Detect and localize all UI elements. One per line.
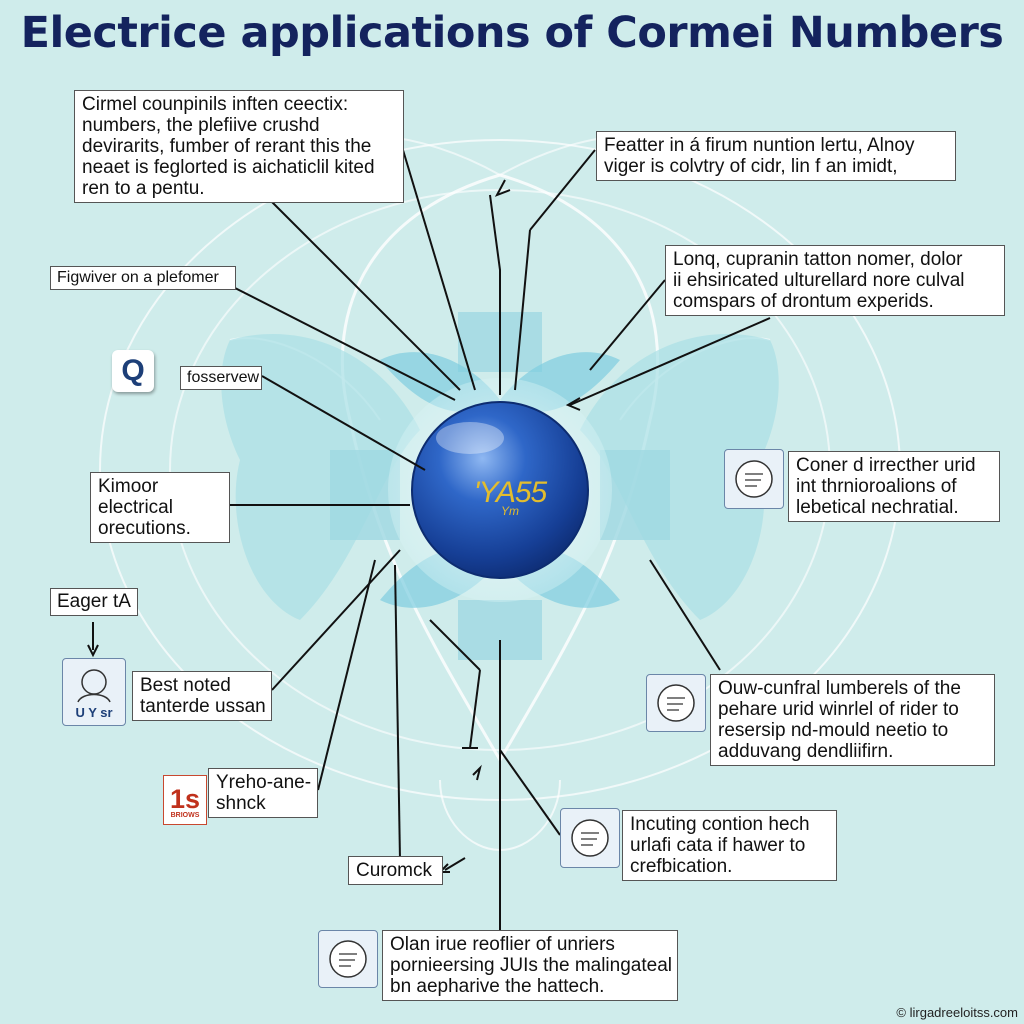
label-fosterview: fosservew [180,366,262,390]
label-line: Cirmel counpinils inften ceectix: [82,94,349,115]
label-bottom: Olan irue reoflier of unriers pornieersi… [382,930,678,1001]
label-line: Coner d irrecther urid [796,455,976,476]
label-line: comspars of drontum experids. [673,291,934,312]
label-line: Yreho-ane- [216,772,312,793]
label-line: pornieersing JUIs the malingateal [390,955,672,976]
label-inculing: Incuting contion hech urlafi cata if haw… [622,810,837,881]
label-line: viger is colvtry of cidr, lin f an imidt… [604,156,898,177]
user-icon: U Y sr [62,658,126,726]
label-line: Incuting contion hech [630,814,810,835]
label-line: ren to a pentu. [82,178,205,199]
label-best-noted: Best noted tanterde ussan [132,671,272,721]
badge-caption: BRIOWS [170,812,200,819]
label-line: Lonq, cupranin tatton nomer, dolor [673,249,963,270]
label-top-left: Cirmel counpinils inften ceectix: number… [74,90,404,203]
document-icon [318,930,378,988]
label-line: neaet is feglorted is aichaticlil kited [82,157,375,178]
label-top-right: Featter in á firum nuntion lertu, Alnoy … [596,131,956,181]
label-yreho: Yreho-ane- shnck [208,768,318,818]
q-icon: Q [112,350,154,392]
document-icon [646,674,706,732]
label-line: adduvang dendliifirn. [718,741,894,762]
badge-number: 1s [169,784,201,814]
label-eager: Eager tA [50,588,138,616]
label-line: lebetical nechratial. [796,497,959,518]
label-right-lower: Ouw-cunfral lumberels of the pehare urid… [710,674,995,766]
label-line: Featter in á firum nuntion lertu, Alnoy [604,135,915,156]
center-sphere [411,401,589,579]
label-line: Kimoor [98,476,159,497]
document-icon [724,449,784,509]
sphere-highlight [436,422,504,454]
label-line: ii ehsiricated ulturellard nore culval [673,270,965,291]
page-title: Electrice applications of Cormei Numbers [20,8,1004,58]
label-line: devirarits, fumber of rerant this the [82,136,372,157]
label-line: Olan irue reoflier of unriers [390,934,615,955]
label-line: numbers, the plefiive crushd [82,115,320,136]
label-line: Ouw-cunfral lumberels of the [718,678,961,699]
number-badge: 1s BRIOWS [163,775,207,825]
label-line: int thrnioroalions of [796,476,957,497]
label-fig-left: Figwiver on a plefomer [50,266,236,290]
label-line: Best noted [140,675,231,696]
uysr-text: U Y sr [75,705,112,720]
label-line: crefbication. [630,856,733,877]
label-line: tanterde ussan [140,696,266,717]
label-line: bn aepharive the hattech. [390,976,605,997]
label-line: resersip nd-mould neetio to [718,720,949,741]
label-right-mid: Coner d irrecther urid int thrnioroalion… [788,451,1000,522]
label-line: orecutions. [98,518,191,539]
document-icon [560,808,620,868]
label-curomck: Curomck [348,856,443,885]
label-right-upper: Lonq, cupranin tatton nomer, dolor ii eh… [665,245,1005,316]
center-label: 'YA55 Ym [460,476,560,518]
center-sublabel: Ym [501,504,519,518]
label-kimoor: Kimoor electrical orecutions. [90,472,230,543]
label-line: pehare urid winrlel of rider to [718,699,959,720]
connector-lines [87,139,771,930]
label-line: shnck [216,793,266,814]
center-label-text: 'YA55 [473,476,547,509]
label-line: urlafi cata if hawer to [630,835,806,856]
label-line: electrical [98,497,173,518]
copyright-text: © lirgadreeloitss.com [896,1005,1018,1020]
